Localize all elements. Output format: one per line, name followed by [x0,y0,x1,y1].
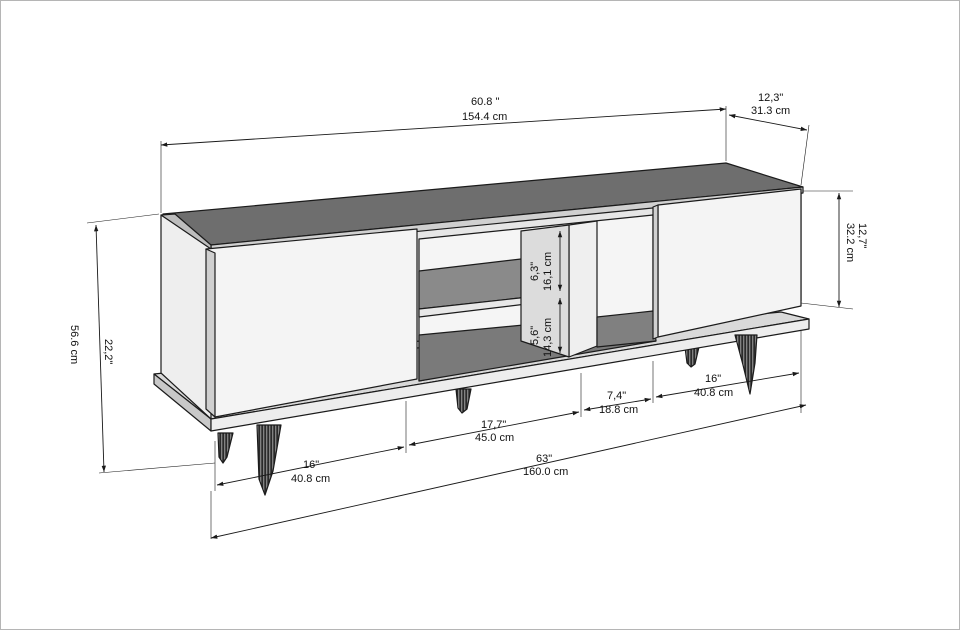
right-door-side [652,204,659,340]
small-compartment-floor [596,310,657,348]
label-total-height-in: 22,2" [102,339,114,364]
label-middle-section-in: 17,7" [481,419,506,431]
divider-shadow [520,224,570,358]
dimension-labels: 60.8 " 154.4 cm 12,3" 31.3 cm 12,7" 32.2… [68,92,868,485]
label-small-section-in: 7,4" [607,390,626,402]
label-depth-cm: 31.3 cm [751,105,790,117]
label-left-door-in: 16" [303,459,319,471]
label-left-door-cm: 40.8 cm [291,473,330,485]
dim-line-base-width [210,404,807,539]
dimension-lines [86,106,854,539]
label-total-height-cm: 56.6 cm [68,325,80,364]
label-overall-width-in: 60.8 " [471,96,499,108]
label-small-section-cm: 18.8 cm [599,404,638,416]
back-leg-left [455,388,472,414]
divider-panel [568,220,598,358]
dim-line-depth [728,114,808,131]
left-end-panel-edge [160,213,212,250]
left-door-edge [205,248,216,418]
label-base-width-in: 63" [536,453,552,465]
dim-line-overall-width [160,107,727,147]
label-lower-shelf-gap-cm: 14,3 cm [542,318,554,357]
tv-stand [153,162,810,496]
label-upper-shelf-gap-in: 6,3" [529,262,541,281]
front-leg-left-b [256,424,282,496]
label-base-width-cm: 160.0 cm [523,466,568,478]
dim-line-total-height [94,224,106,473]
label-lower-shelf-gap-in: 5,6" [529,326,541,345]
label-middle-section-cm: 45.0 cm [475,432,514,444]
dim-line-right-door [655,371,800,399]
label-overall-width-cm: 154.4 cm [462,111,507,123]
front-leg-left-a [217,432,234,464]
label-compartment-height-in: 12,7" [856,223,868,248]
label-right-door-cm: 40.8 cm [694,387,733,399]
label-depth-in: 12,3" [758,92,783,104]
front-leg-right [734,334,758,395]
label-upper-shelf-gap-cm: 16,1 cm [542,252,554,291]
label-compartment-height-cm: 32.2 cm [844,223,856,262]
label-right-door-in: 16" [705,373,721,385]
